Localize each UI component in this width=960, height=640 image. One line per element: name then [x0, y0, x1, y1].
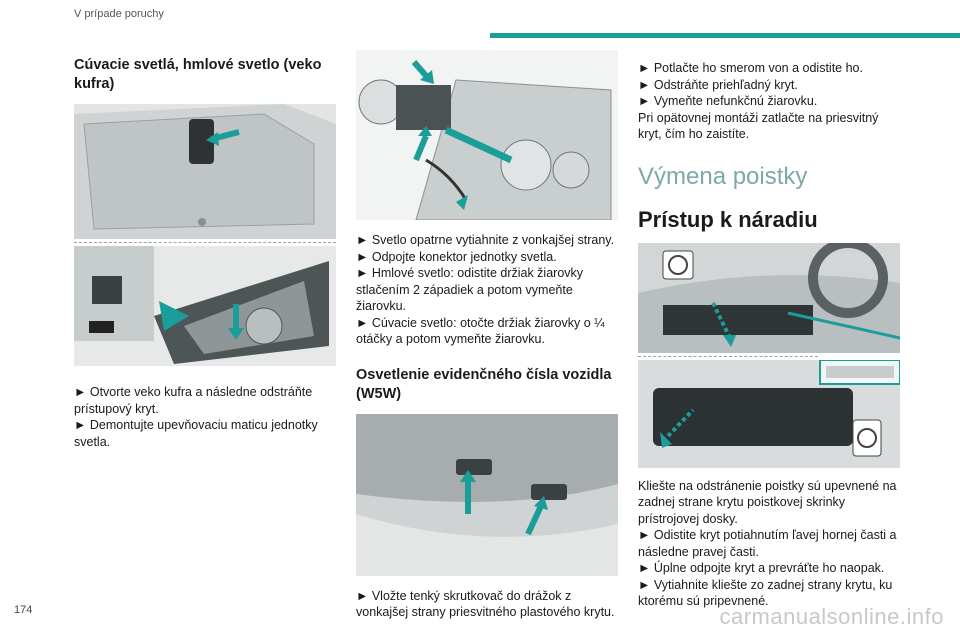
figure-fuse-cover: [638, 359, 900, 468]
col3-step-a: ► Odistite kryt potiahnutím ľavej hornej…: [638, 528, 897, 559]
col3-step-b: ► Úplne odpojte kryt a prevráťte ho naop…: [638, 561, 885, 575]
figure-plate-light: [356, 413, 618, 576]
col3-steps: ► Potlačte ho smerom von a odistite ho. …: [638, 60, 900, 143]
col2-step-2: ► Odpojte konektor jednotky svetla.: [356, 249, 557, 264]
figure-dashboard: [638, 242, 900, 353]
column-3: ► Potlačte ho smerom von a odistite ho. …: [638, 60, 900, 610]
col3-intro: Kliešte na odstránenie poistky sú upevne…: [638, 478, 897, 526]
col3-text: Kliešte na odstránenie poistky sú upevne…: [638, 478, 900, 610]
col3-step-c: ► Vytiahnite kliešte zo zadnej strany kr…: [638, 577, 893, 609]
col1-text: ► Otvorte veko kufra a následne odstráňt…: [74, 384, 336, 450]
column-2: ► Svetlo opatrne vytiahnite z vonkajšej …: [356, 50, 618, 621]
figure-light-unit-nut: [74, 246, 336, 366]
figure-separator: [74, 242, 336, 243]
column-1: Cúvacie svetlá, hmlové svetlo (veko kufr…: [74, 56, 336, 450]
title-fuse-change: Výmena poistky: [638, 162, 808, 190]
col1-step-1: ► Otvorte veko kufra a následne odstráňt…: [74, 385, 313, 416]
header-accent-bar: [490, 33, 960, 38]
col3-step-1: ► Potlačte ho smerom von a odistite ho.: [638, 61, 863, 75]
page-number: 174: [14, 604, 33, 616]
col2-step-4: ► Cúvacie svetlo: otočte držiak žiarovky…: [356, 315, 605, 347]
col2-step-3: ► Hmlové svetlo: odistite držiak žiarovk…: [356, 266, 584, 313]
col2-text: ► Vložte tenký skrutkovač do drážok z vo…: [356, 588, 615, 620]
section-header: V prípade poruchy: [74, 8, 164, 20]
watermark: carmanualsonline.info: [719, 604, 944, 629]
col2-step-1: ► Svetlo opatrne vytiahnite z vonkajšej …: [356, 233, 615, 247]
figure-bulb-holder: [356, 50, 618, 220]
col3-step-3: ► Vymeňte nefunkčnú žiarovku.: [638, 94, 818, 108]
col1-step-2: ► Demontujte upevňovaciu maticu jednotky…: [74, 418, 318, 449]
figure-separator-2: [638, 355, 818, 357]
heading-plate-light: Osvetlenie evidenčného čísla vozidla (W5…: [356, 366, 612, 402]
col3-step-2: ► Odstráňte priehľadný kryt.: [638, 77, 798, 92]
heading-reversing-lights: Cúvacie svetlá, hmlové svetlo (veko kufr…: [74, 57, 322, 92]
figure-boot-lid-cover: [74, 104, 336, 239]
col3-note: Pri opätovnej montáži zatlačte na priesv…: [638, 110, 879, 142]
col2-steps: ► Svetlo opatrne vytiahnite z vonkajšej …: [356, 232, 618, 348]
subtitle-tool-access: Prístup k náradiu: [638, 206, 818, 232]
